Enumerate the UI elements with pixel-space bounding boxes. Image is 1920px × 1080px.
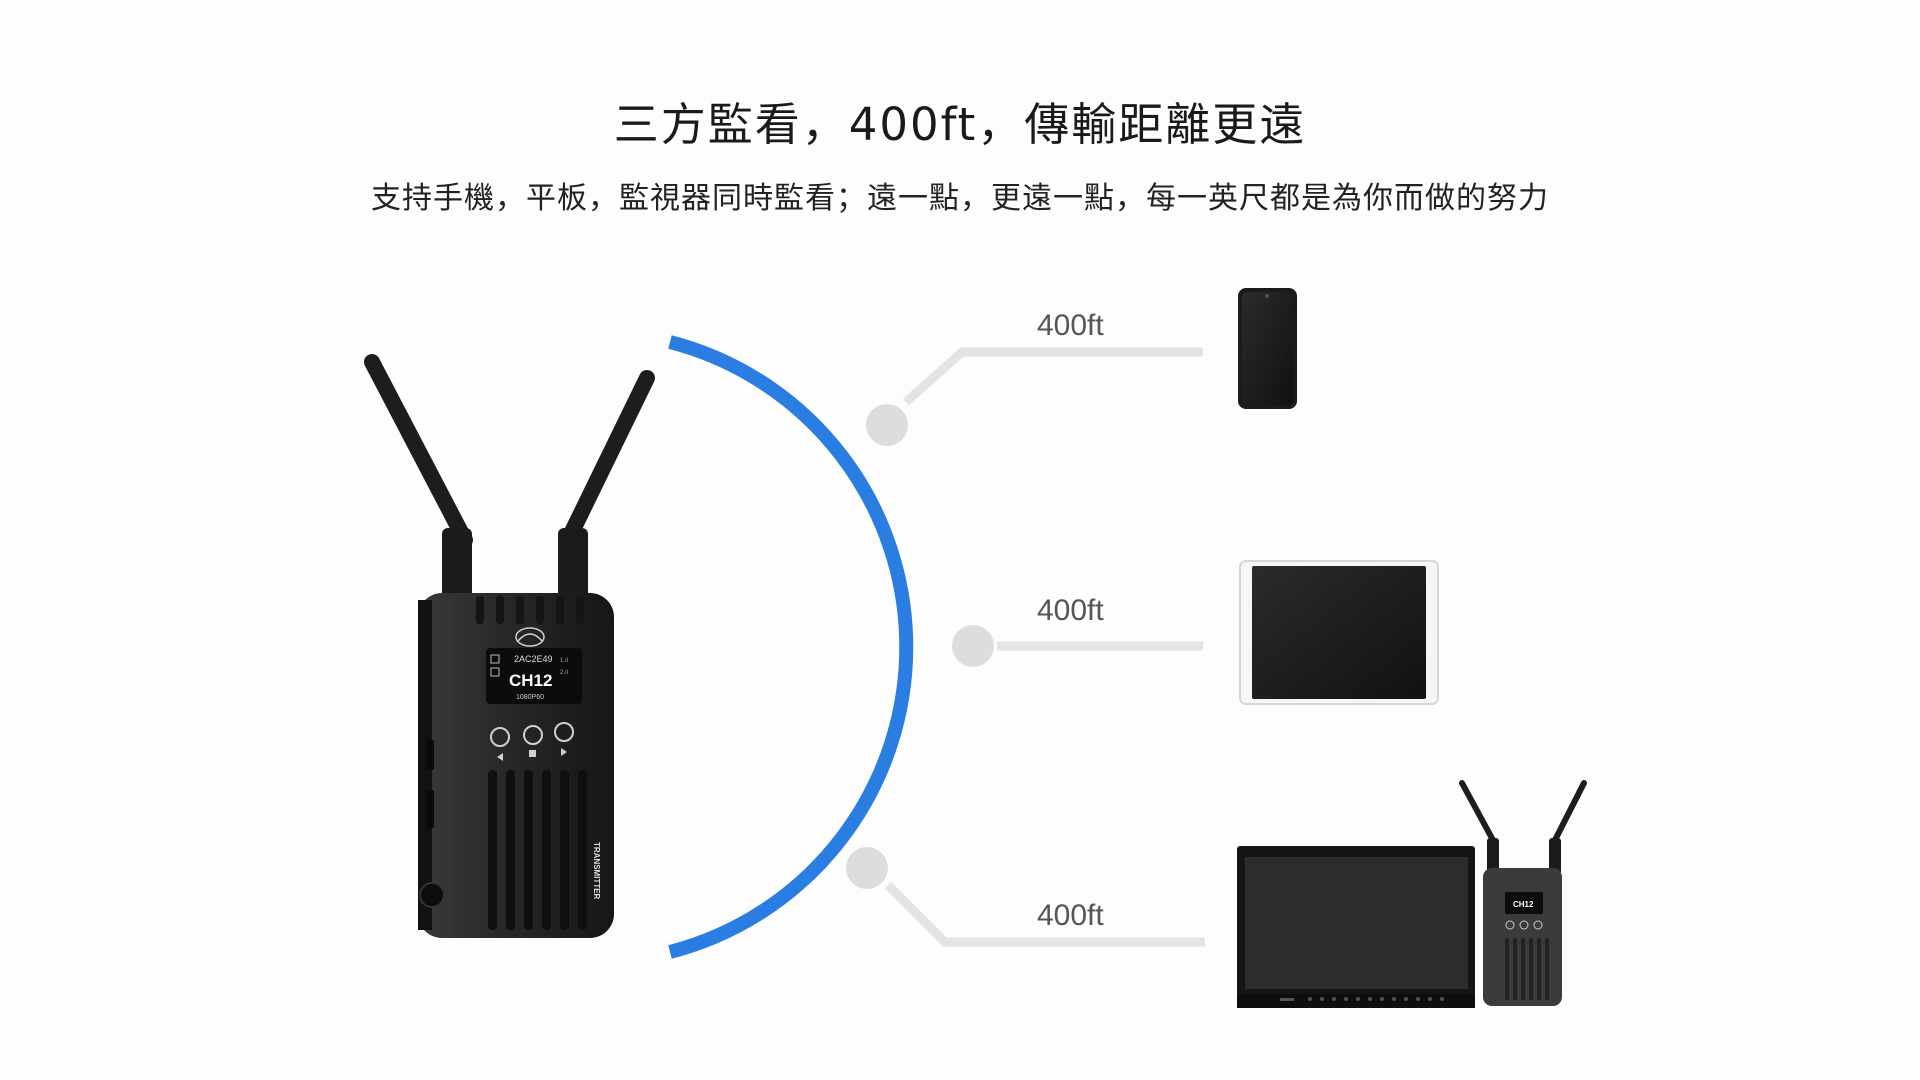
stop-square-icon xyxy=(529,750,536,757)
svg-text:2.ıl: 2.ıl xyxy=(560,670,568,676)
screen-code: 2AC2E49 xyxy=(514,654,553,664)
right-button xyxy=(554,722,574,742)
distance-label-phone: 400ft xyxy=(1037,309,1104,342)
connector-phone xyxy=(866,347,1203,446)
transmitter-device: 2AC2E49 CH12 1080P60 1.ıl 2.ıl xyxy=(364,354,655,938)
receiver-screen-channel: CH12 xyxy=(1513,900,1534,909)
page-subtitle: 支持手機，平板，監視器同時監看；遠一點，更遠一點，每一英尺都是為你而做的努力 xyxy=(371,181,1549,216)
signal-arc xyxy=(668,335,914,959)
power-port-icon xyxy=(419,882,445,908)
receiver-device: CH12 xyxy=(1459,780,1587,1006)
distance-label-tablet: 400ft xyxy=(1037,594,1104,627)
heatsink-ribs xyxy=(488,770,587,930)
prev-arrow-icon xyxy=(497,753,503,761)
distance-label-monitor: 400ft xyxy=(1037,899,1104,932)
connector-monitor xyxy=(846,847,1205,947)
brand-logo-icon xyxy=(515,627,545,647)
transmitter-side-label: TRANSMITTER xyxy=(592,842,601,900)
monitor-device xyxy=(1237,846,1475,1008)
page-title: 三方監看，400ft，傳輸距離更遠 xyxy=(613,98,1307,151)
right-antenna xyxy=(558,370,655,600)
screen-channel: CH12 xyxy=(509,671,552,690)
tablet-device xyxy=(1239,560,1439,705)
left-antenna xyxy=(364,354,473,600)
left-button xyxy=(490,727,510,747)
next-arrow-icon xyxy=(561,748,567,756)
ok-button xyxy=(523,725,543,745)
connector-tablet xyxy=(952,625,1203,667)
svg-text:1.ıl: 1.ıl xyxy=(560,658,568,664)
transmitter-screen xyxy=(486,648,582,704)
screen-mode: 1080P60 xyxy=(516,694,544,701)
phone-device xyxy=(1238,288,1297,409)
